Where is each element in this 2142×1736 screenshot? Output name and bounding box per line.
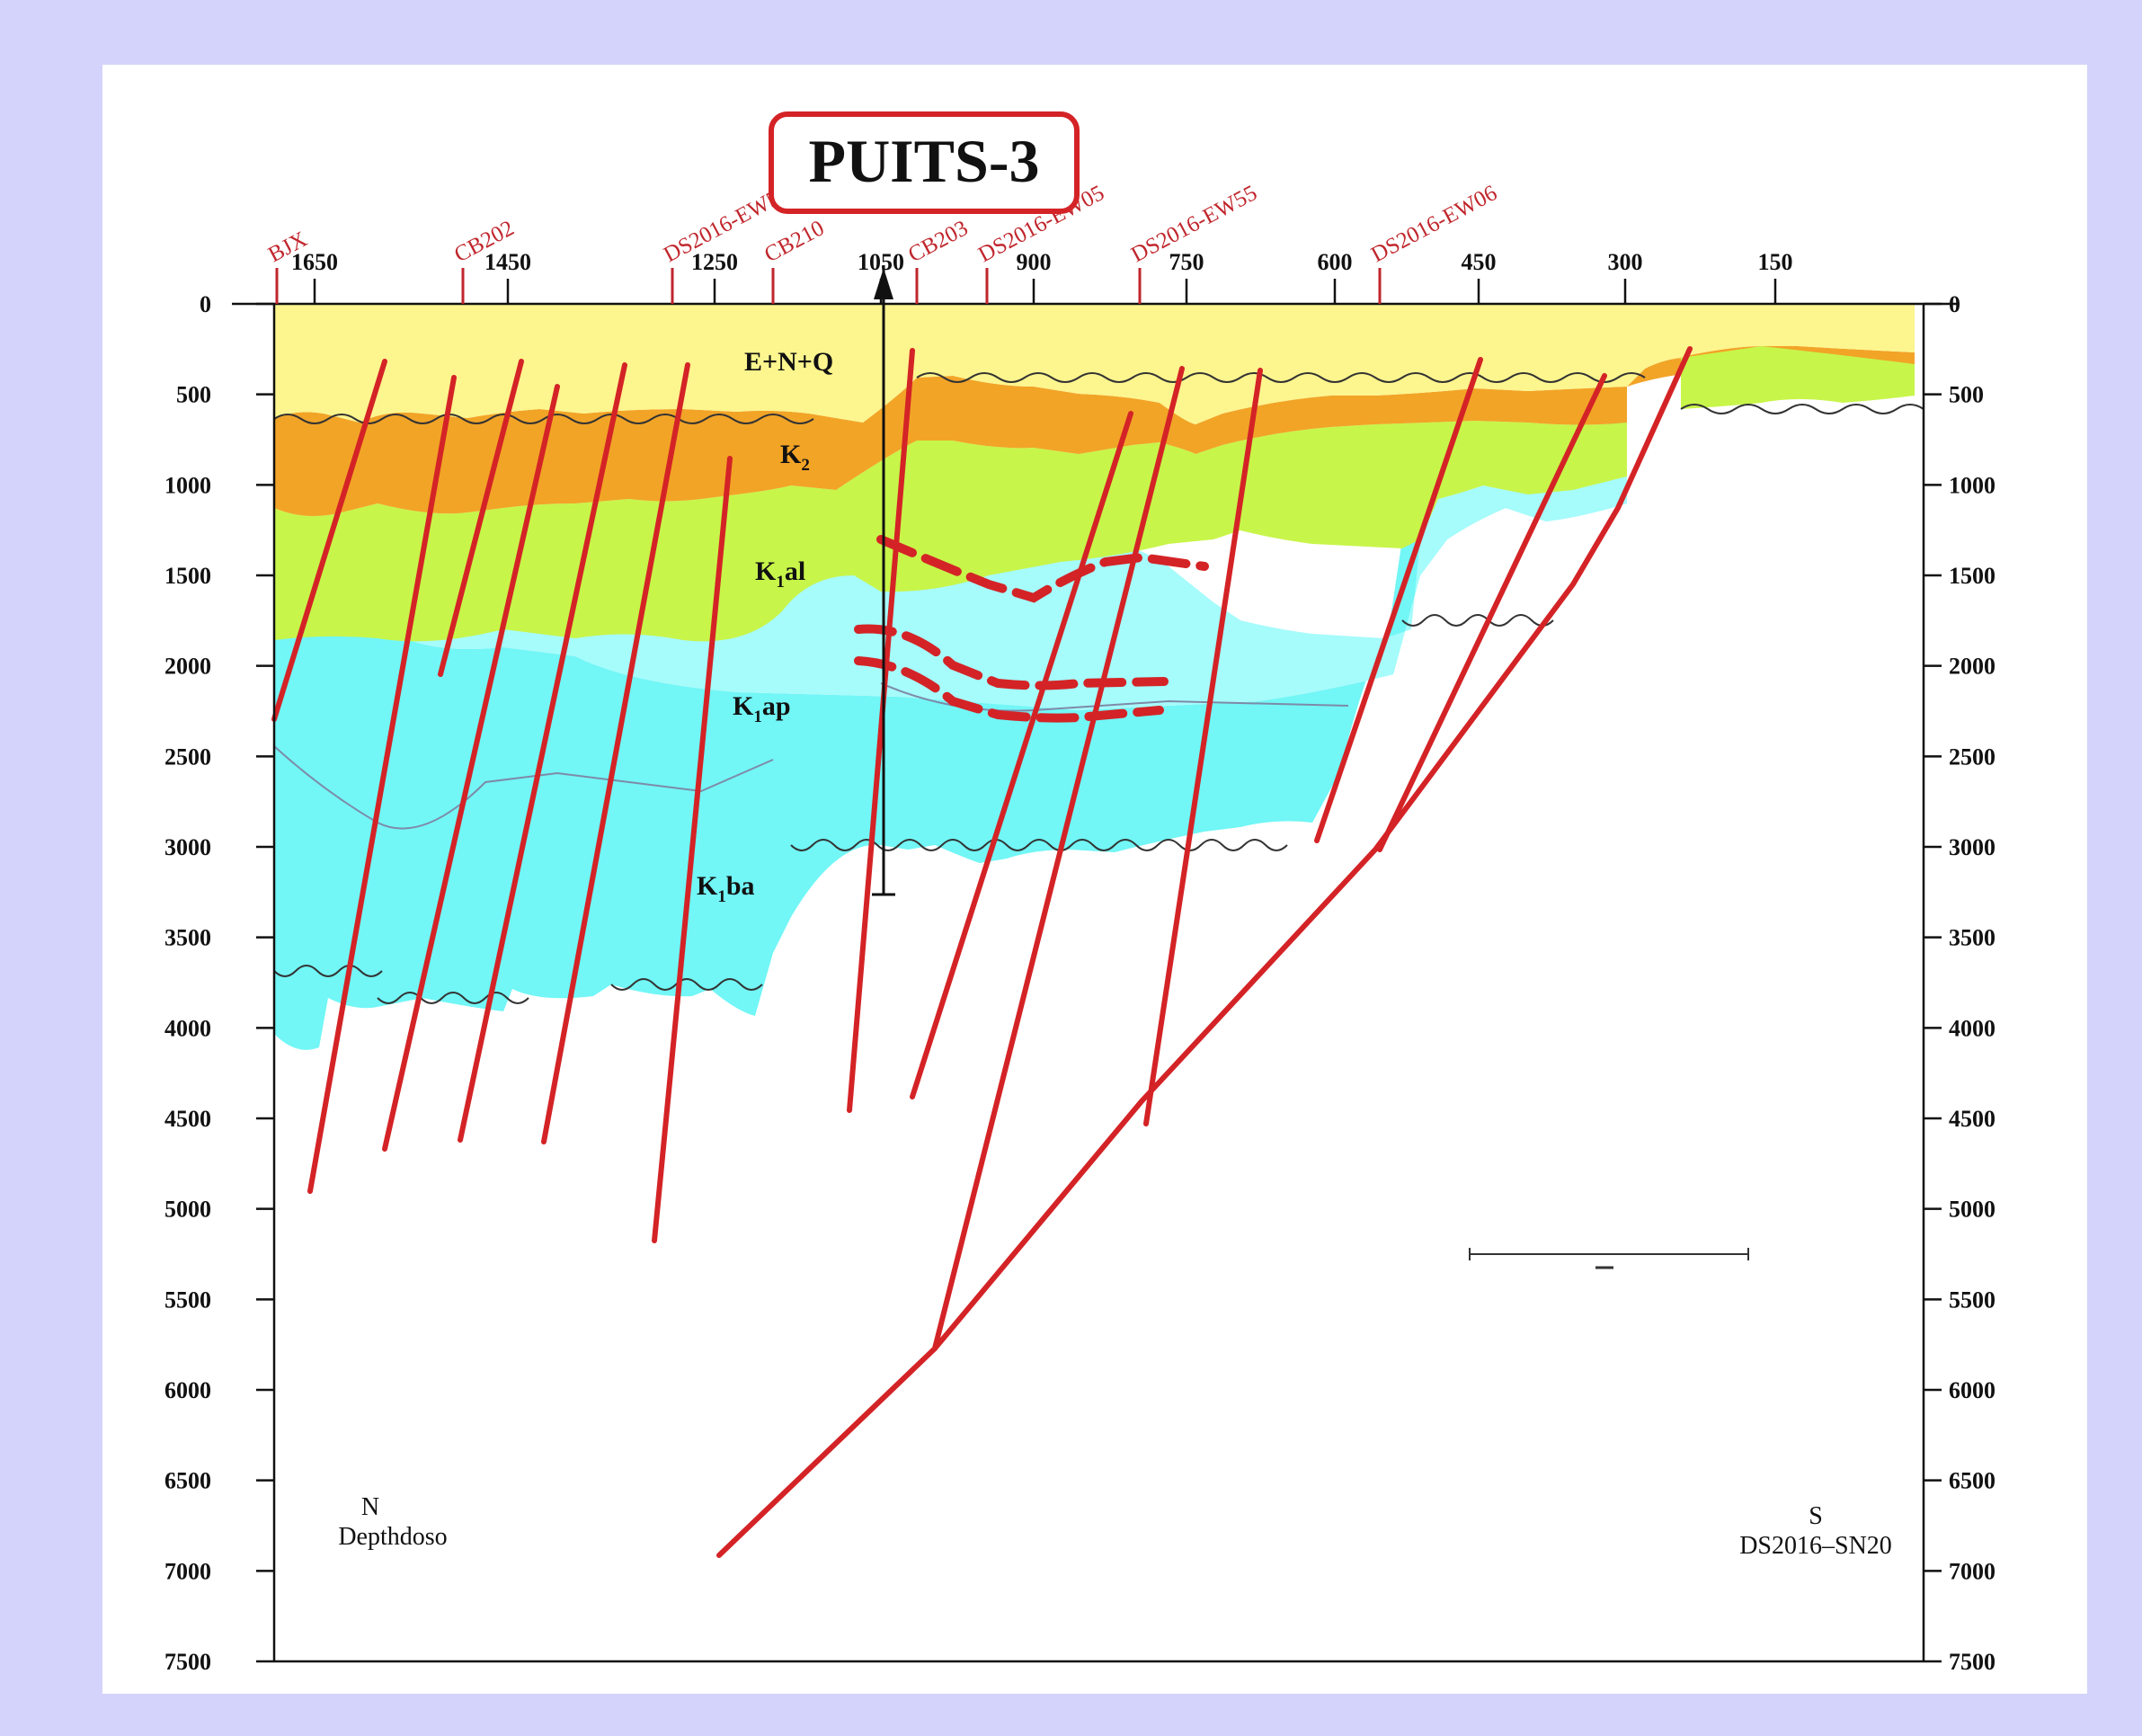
right-depth-ticks: 0 500 1000 1500 2000 2500 3000 3500 4000 4500 5000…: [1924, 291, 1995, 1675]
fault-line: [910, 411, 1133, 1099]
top-tick-label: 1650: [291, 249, 338, 275]
title-box: PUITS-3: [769, 111, 1080, 214]
depth-tick-label: 1000: [164, 472, 211, 498]
right-caption: DS2016–SN20: [1739, 1532, 1892, 1560]
depth-tick-label: 3000: [1949, 834, 1995, 860]
fault-line: [382, 384, 560, 1152]
depth-tick-label: 1500: [164, 563, 211, 589]
depth-tick-label: 3000: [164, 834, 211, 860]
fault-line: [307, 375, 457, 1194]
depth-tick-label: 5500: [1949, 1286, 1995, 1313]
layer-label-k2: K2: [780, 440, 810, 475]
stratigraphic-layers: [273, 304, 1915, 1050]
layer-label-k1al: K1al: [755, 556, 805, 592]
depth-tick-label: 1000: [1949, 472, 1995, 498]
top-tick-label: 1250: [691, 249, 738, 275]
fault-line: [541, 362, 690, 1144]
depth-tick-label: 3500: [164, 925, 211, 951]
depth-tick-label: 5000: [1949, 1197, 1995, 1223]
layer-label-k1ap: K1ap: [733, 691, 791, 726]
fault-line: [438, 359, 524, 677]
depth-tick-label: 2500: [1949, 743, 1995, 770]
fault-line: [458, 362, 627, 1143]
layer-k2: [274, 346, 1915, 516]
horizon-line-middle: [880, 682, 1349, 712]
dashed-horizon: [854, 656, 1164, 723]
depth-tick-label: 6000: [164, 1377, 211, 1403]
page-title: PUITS-3: [809, 127, 1040, 195]
depth-tick-label: 2000: [1949, 654, 1995, 680]
top-tick-label: 600: [1318, 249, 1353, 275]
fault-line: [1314, 357, 1483, 843]
depth-tick-label: 6500: [164, 1468, 211, 1494]
direction-north: N: [361, 1493, 379, 1521]
depth-tick-label: 4500: [1949, 1106, 1995, 1132]
depth-tick-label: 3500: [1949, 925, 1995, 951]
depth-tick-label: 4000: [1949, 1015, 1995, 1041]
fault-line: [271, 359, 387, 722]
top-tick-label: 300: [1608, 249, 1643, 275]
unconformity-lines: [273, 372, 1924, 1004]
depth-tick-label: 500: [1949, 382, 1984, 408]
dashed-horizon: [854, 624, 1169, 690]
fault-line: [716, 346, 1693, 1558]
fault-line: [1377, 373, 1607, 852]
top-tick-label: 150: [1758, 249, 1793, 275]
depth-tick-label: 7500: [164, 1649, 211, 1675]
top-tick-label: 900: [1017, 249, 1052, 275]
top-tick-label: 1050: [858, 249, 904, 275]
fault-line: [652, 456, 733, 1243]
scale-bar: [1469, 1248, 1749, 1269]
fault-line: [932, 366, 1185, 1351]
layer-k1al-east: [1681, 346, 1915, 409]
depth-tick-label: 500: [176, 382, 211, 408]
dashed-reservoir-horizons: [854, 535, 1209, 723]
depth-tick-label: 0: [200, 291, 211, 317]
top-axis-ticks: 1650 1450 1250 1050 900 750 600 450 300 150: [291, 249, 1793, 304]
depth-tick-label: 5500: [164, 1286, 211, 1313]
horizon-line-west: [273, 745, 774, 830]
top-tick-label: 750: [1169, 249, 1204, 275]
layer-k1al: [274, 421, 1627, 642]
depth-tick-label: 7000: [164, 1558, 211, 1584]
layer-label-k1ba: K1ba: [697, 871, 755, 906]
depth-tick-label: 2500: [164, 743, 211, 770]
left-caption: Depthdoso: [338, 1523, 447, 1551]
dashed-horizon: [876, 535, 1209, 603]
depth-tick-label: 7000: [1949, 1558, 1995, 1584]
depth-tick-label: 1500: [1949, 563, 1995, 589]
top-tick-label: 1450: [484, 249, 531, 275]
depth-tick-label: 5000: [164, 1197, 211, 1223]
puits-3-well-trajectory: [872, 265, 895, 896]
left-depth-ticks: 0 500 1000 1500 2000 2500 3000 3500 4000 4500 5000…: [164, 291, 274, 1675]
fault-lines: [271, 346, 1693, 1558]
depth-tick-label: 7500: [1949, 1649, 1995, 1675]
layer-k1ba: [274, 405, 1627, 1050]
depth-tick-label: 4000: [164, 1015, 211, 1041]
fault-line: [1143, 368, 1263, 1126]
layer-label-eqn: E+N+Q: [744, 347, 833, 377]
depth-tick-label: 0: [1949, 291, 1960, 317]
direction-south: S: [1809, 1502, 1823, 1530]
layer-k1ap: [274, 467, 1627, 710]
top-tick-label: 450: [1462, 249, 1497, 275]
fault-line: [847, 348, 915, 1113]
depth-tick-label: 4500: [164, 1106, 211, 1132]
depth-tick-label: 6500: [1949, 1468, 1995, 1494]
depth-tick-label: 6000: [1949, 1377, 1995, 1403]
depth-tick-label: 2000: [164, 654, 211, 680]
